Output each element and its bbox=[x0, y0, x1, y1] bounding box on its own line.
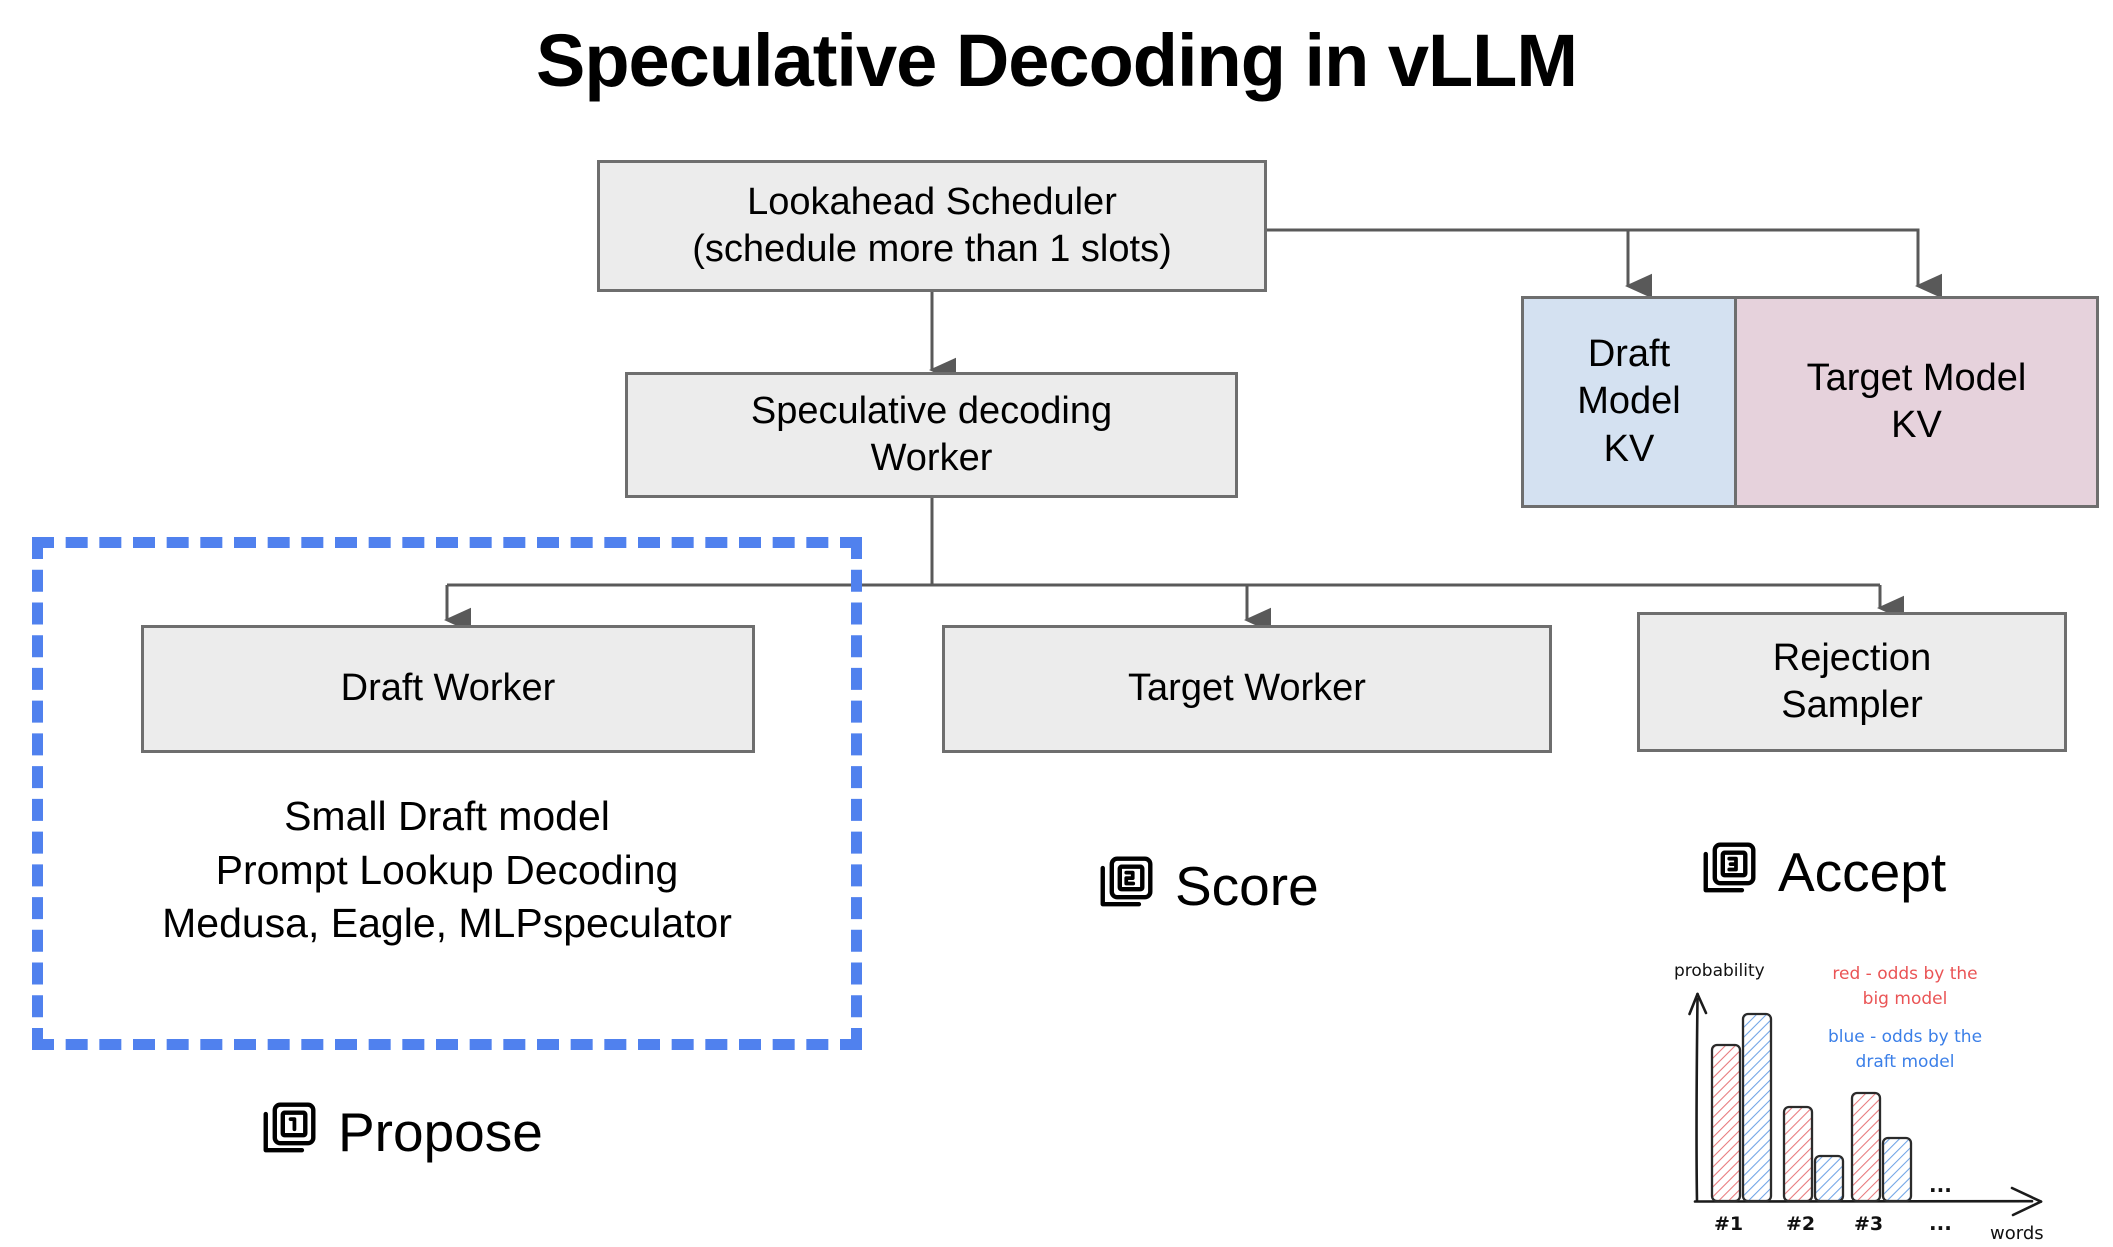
chart-legend-red: red - odds by the big model bbox=[1832, 964, 1977, 1009]
bar-group-2 bbox=[1782, 1105, 1845, 1203]
chart-xtick-1: #1 bbox=[1714, 1213, 1743, 1235]
bar-2-red bbox=[1782, 1105, 1814, 1203]
svg-text:blue - odds by the: blue - odds by the bbox=[1828, 1027, 1982, 1047]
draft-worker-methods-list: Small Draft model Prompt Lookup Decoding… bbox=[162, 793, 732, 947]
number-card-3-icon bbox=[1698, 838, 1760, 905]
bar-3-blue bbox=[1881, 1136, 1913, 1203]
page-title: Speculative Decoding in vLLM bbox=[535, 19, 1578, 102]
bar-group-1 bbox=[1710, 1012, 1773, 1203]
edge-scheduler-to-target-kv bbox=[1628, 228, 1942, 299]
chart-ellipsis-lower: ... bbox=[1929, 1211, 1952, 1235]
box-draft-worker[interactable]: Draft Worker bbox=[141, 625, 755, 753]
box-draft-model-kv[interactable]: Draft Model KV bbox=[1524, 299, 1737, 505]
kv-cache-group: Draft Model KV Target Model KV bbox=[1521, 296, 2099, 508]
edge-scheduler-to-draft-kv bbox=[1267, 228, 1652, 299]
box-speculative-decoding-worker[interactable]: Speculative decoding Worker bbox=[625, 372, 1238, 498]
chart-xtick-2: #2 bbox=[1786, 1213, 1815, 1235]
box-target-model-kv[interactable]: Target Model KV bbox=[1737, 299, 2096, 505]
step-2-label: Score bbox=[1175, 854, 1319, 917]
chart-ellipsis-upper: ... bbox=[1929, 1173, 1952, 1197]
chart-xtick-3: #3 bbox=[1854, 1213, 1883, 1235]
probability-bar-chart: probability bbox=[1650, 952, 2100, 1242]
step-3-accept: Accept bbox=[1698, 838, 1946, 905]
number-card-1-icon bbox=[258, 1098, 320, 1165]
bar-group-3 bbox=[1850, 1091, 1913, 1203]
number-card-2-icon bbox=[1095, 852, 1157, 919]
box-lookahead-scheduler[interactable]: Lookahead Scheduler (schedule more than … bbox=[597, 160, 1267, 292]
step-1-label: Propose bbox=[338, 1100, 543, 1163]
chart-xlabel: words bbox=[1990, 1223, 2044, 1242]
bar-2-blue bbox=[1813, 1154, 1845, 1203]
svg-text:big model: big model bbox=[1863, 989, 1948, 1009]
bar-1-red bbox=[1710, 1043, 1742, 1203]
box-rejection-sampler[interactable]: Rejection Sampler bbox=[1637, 612, 2067, 752]
svg-text:red - odds by the: red - odds by the bbox=[1832, 964, 1977, 984]
chart-ylabel: probability bbox=[1674, 961, 1765, 981]
step-2-score: Score bbox=[1095, 852, 1319, 919]
step-1-propose: Propose bbox=[258, 1098, 543, 1165]
chart-legend-blue: blue - odds by the draft model bbox=[1828, 1027, 1982, 1072]
bar-1-blue bbox=[1741, 1012, 1773, 1203]
chart-y-axis bbox=[1695, 997, 1699, 1203]
step-3-label: Accept bbox=[1778, 840, 1947, 903]
svg-text:draft model: draft model bbox=[1856, 1052, 1955, 1072]
propose-highlight-region bbox=[32, 537, 862, 1050]
bar-3-red bbox=[1850, 1091, 1882, 1203]
box-target-worker[interactable]: Target Worker bbox=[942, 625, 1552, 753]
